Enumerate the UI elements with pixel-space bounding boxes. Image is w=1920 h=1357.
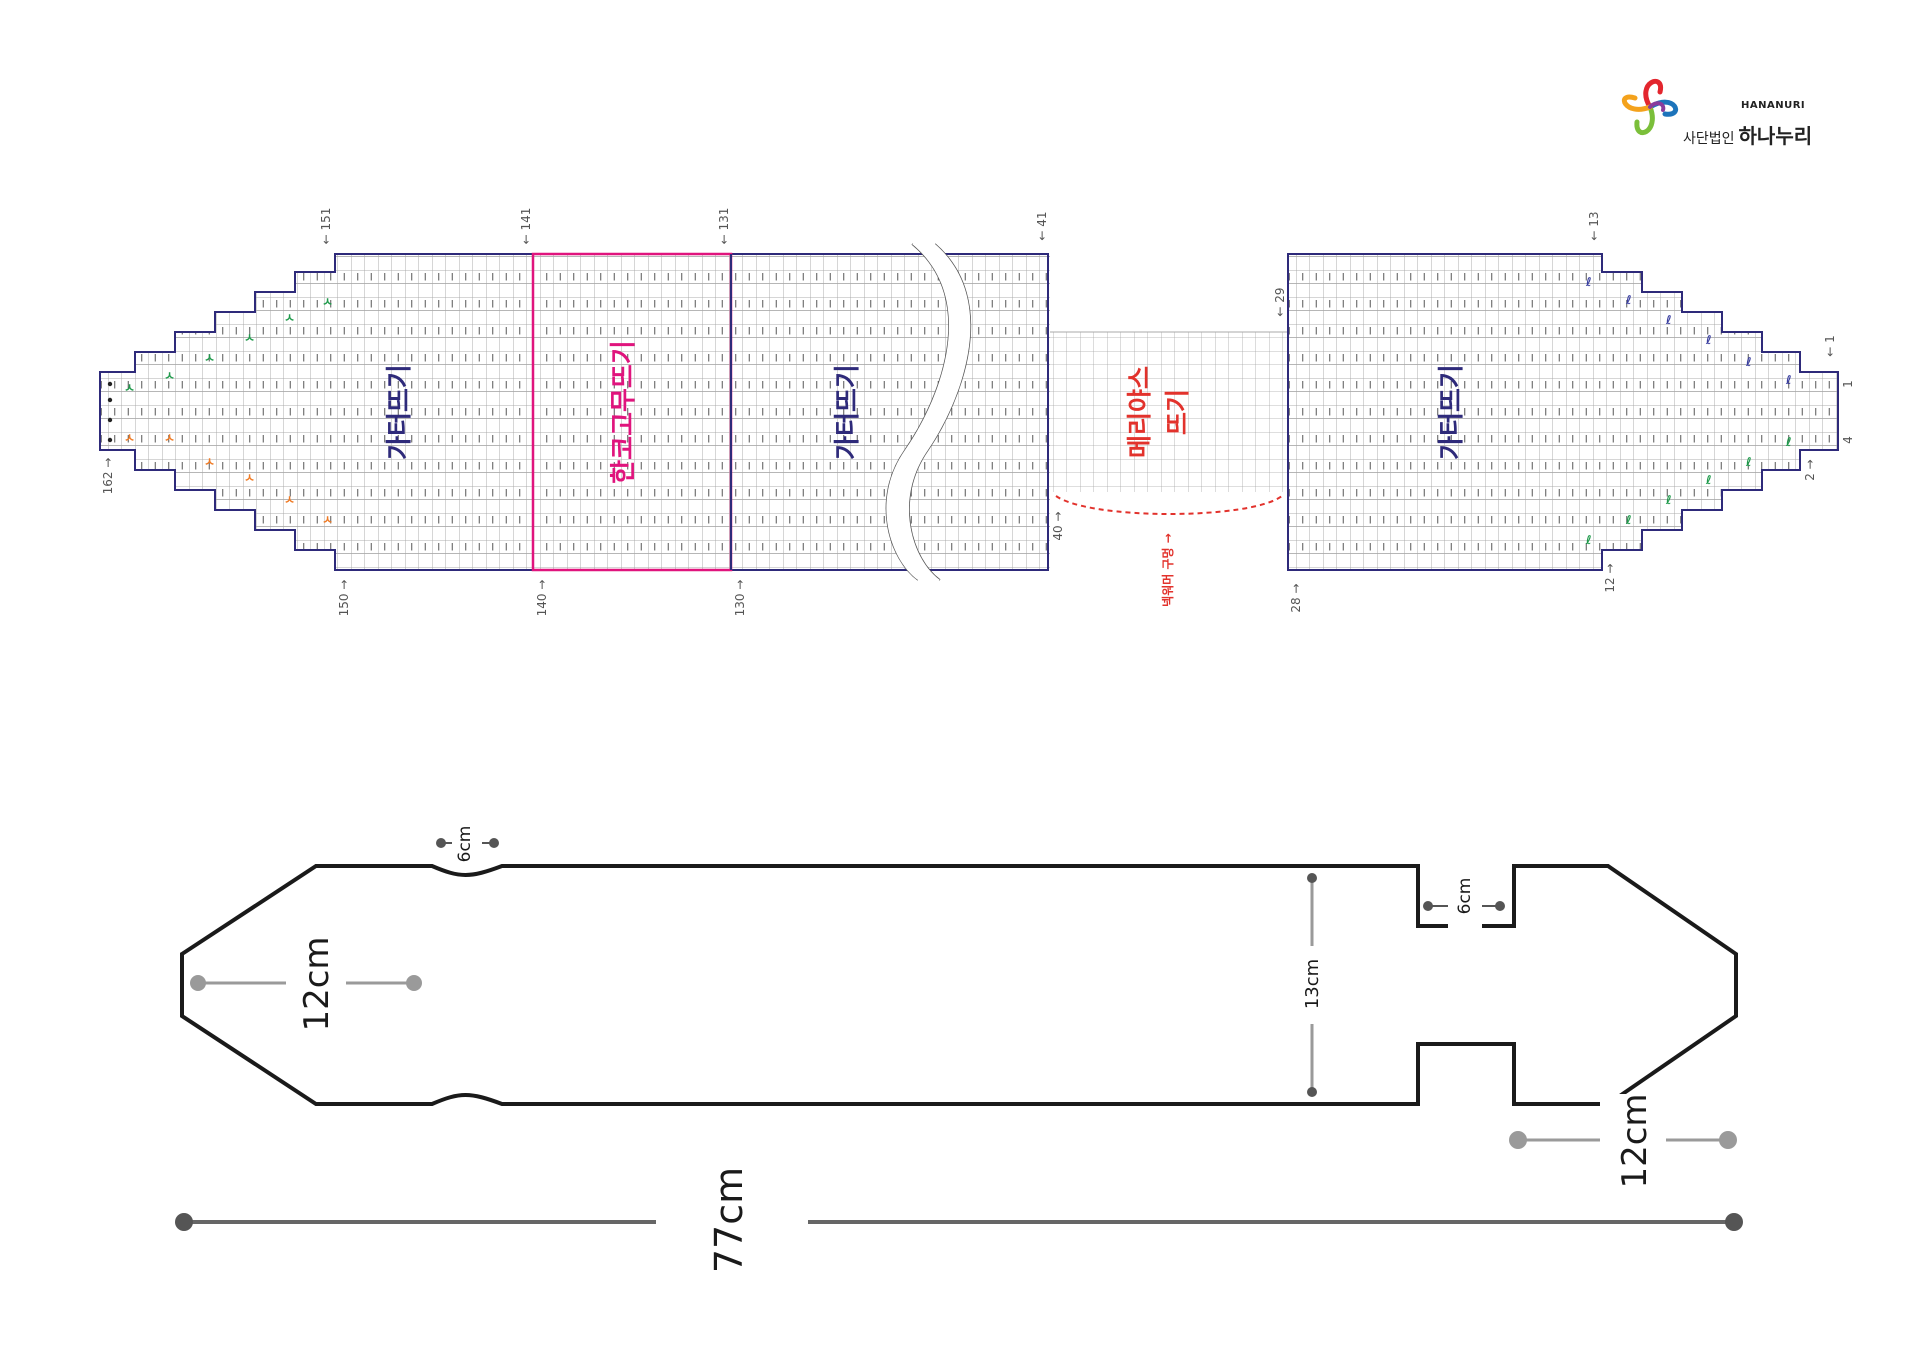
svg-text:ℓ: ℓ [1625, 513, 1632, 527]
top-notch-label: 6cm [455, 826, 475, 863]
right-taper-dimension: 12cm [1509, 1093, 1737, 1194]
left-chart-outline [99, 253, 1049, 571]
svg-text:ℓ: ℓ [1665, 493, 1672, 507]
garter-right-label: 가터뜨기 [1437, 364, 1467, 460]
svg-text:ㅅ: ㅅ [124, 431, 135, 445]
right-taper-label: 12cm [1615, 1093, 1655, 1188]
svg-text:ㅅ: ㅅ [244, 331, 255, 345]
stitch-label-4: 4 [1841, 436, 1855, 444]
row-label-1: ← 1 [1823, 335, 1837, 357]
logo-english-name: HANANURI [1741, 100, 1806, 111]
garter-mid-label: 가터뜨기 [833, 364, 863, 460]
slot-dimension: 6cm [1423, 878, 1505, 930]
row-label-12: 12 → [1603, 563, 1617, 592]
right-chart-block: ℓ ℓ ℓ ℓ ℓ ℓ ℓ ℓ ℓ ℓ ℓ ℓ 가터뜨기 [1287, 253, 1839, 571]
row-label-41: ← 41 [1035, 211, 1049, 240]
top-notch-dimension: 6cm [436, 820, 499, 866]
svg-text:ℓ: ℓ [1705, 473, 1712, 487]
total-length-label: 77cm [707, 1167, 751, 1273]
svg-text:ㅅ: ㅅ [322, 295, 333, 309]
break-gap [886, 244, 971, 580]
finished-shape: 6cm 12cm 13cm 6cm 12cm [175, 820, 1743, 1273]
svg-text:ㅅ: ㅅ [164, 369, 175, 383]
row-label-2: 2 → [1803, 459, 1817, 481]
svg-text:ㅅ: ㅅ [164, 431, 175, 445]
row-label-140: 140 → [535, 580, 549, 617]
right-chart-grid [1288, 254, 1838, 570]
svg-text:ㅅ: ㅅ [204, 455, 215, 469]
left-chart-block: ㅅ ㅅ ㅅ ㅅ ㅅ ㅅ ㅅ ㅅ ㅅ ㅅ ㅅ ㅅ 가터뜨기 한코고무뜨기 가터뜨기 [99, 243, 1050, 581]
rib-label: 한코고무뜨기 [609, 340, 639, 484]
logo-corporate-text: 사단법인 [1683, 131, 1735, 147]
width-label: 13cm [1302, 959, 1323, 1009]
svg-text:ℓ: ℓ [1705, 333, 1712, 347]
svg-text:ℓ: ℓ [1785, 435, 1792, 449]
row-label-29: ← 29 [1273, 287, 1287, 316]
svg-text:ℓ: ℓ [1585, 275, 1592, 289]
total-length-dimension: 77cm [175, 1167, 1743, 1273]
svg-text:ℓ: ℓ [1625, 293, 1632, 307]
row-label-40: 40 → [1051, 511, 1065, 540]
neck-hole-label: 넥워머 구멍 → [1160, 533, 1175, 607]
svg-text:ㅅ: ㅅ [204, 351, 215, 365]
logo-name-text: 하나누리 [1738, 124, 1813, 148]
row-label-13: ← 13 [1587, 211, 1601, 240]
neck-hole-dashed-curve [1055, 495, 1283, 515]
stockinette-label-line1: 메리야스 [1125, 366, 1154, 458]
row-label-28: 28 → [1289, 583, 1303, 612]
left-taper-label: 12cm [297, 936, 337, 1031]
row-label-131: ← 131 [717, 208, 731, 245]
svg-text:ㅅ: ㅅ [284, 311, 295, 325]
slot-label: 6cm [1455, 878, 1475, 915]
stockinette-label-line2: 뜨기 [1163, 389, 1192, 435]
row-label-141: ← 141 [519, 208, 533, 245]
svg-text:ℓ: ℓ [1665, 313, 1672, 327]
row-label-150: 150 → [337, 580, 351, 617]
right-chart-outline [1287, 253, 1839, 571]
svg-text:ㅅ: ㅅ [284, 493, 295, 507]
garter-left-label: 가터뜨기 [385, 364, 415, 460]
pinwheel-ribbon-logo-icon [1621, 78, 1679, 136]
svg-text:ㅅ: ㅅ [322, 513, 333, 527]
row-label-130: 130 → [733, 580, 747, 617]
width-dimension: 13cm [1296, 873, 1328, 1097]
stockinette-section: 메리야스 뜨기 넥워머 구멍 → [1050, 331, 1288, 607]
stockinette-grid [1050, 332, 1288, 492]
svg-text:ℓ: ℓ [1585, 533, 1592, 547]
row-label-162: 162 → [101, 458, 115, 495]
row-labels: ← 151 ← 141 ← 131 ← 41 ← 29 ← 13 ← 1 162… [101, 208, 1855, 617]
shape-outline [180, 864, 1738, 1106]
left-decrease-marks: ㅅ ㅅ ㅅ ㅅ ㅅ ㅅ ㅅ ㅅ ㅅ ㅅ ㅅ ㅅ [124, 295, 333, 527]
svg-text:ㅅ: ㅅ [124, 381, 135, 395]
left-taper-dimension: 12cm [190, 936, 422, 1032]
stitch-label-1: 1 [1841, 380, 1855, 388]
edge-dots [107, 381, 113, 443]
row-label-151: ← 151 [319, 208, 333, 245]
right-increase-marks: ℓ ℓ ℓ ℓ ℓ ℓ ℓ ℓ ℓ ℓ ℓ ℓ [1585, 275, 1792, 547]
svg-text:ℓ: ℓ [1785, 373, 1792, 387]
svg-text:ㅅ: ㅅ [244, 471, 255, 485]
svg-text:ℓ: ℓ [1745, 355, 1752, 369]
svg-text:ℓ: ℓ [1745, 455, 1752, 469]
